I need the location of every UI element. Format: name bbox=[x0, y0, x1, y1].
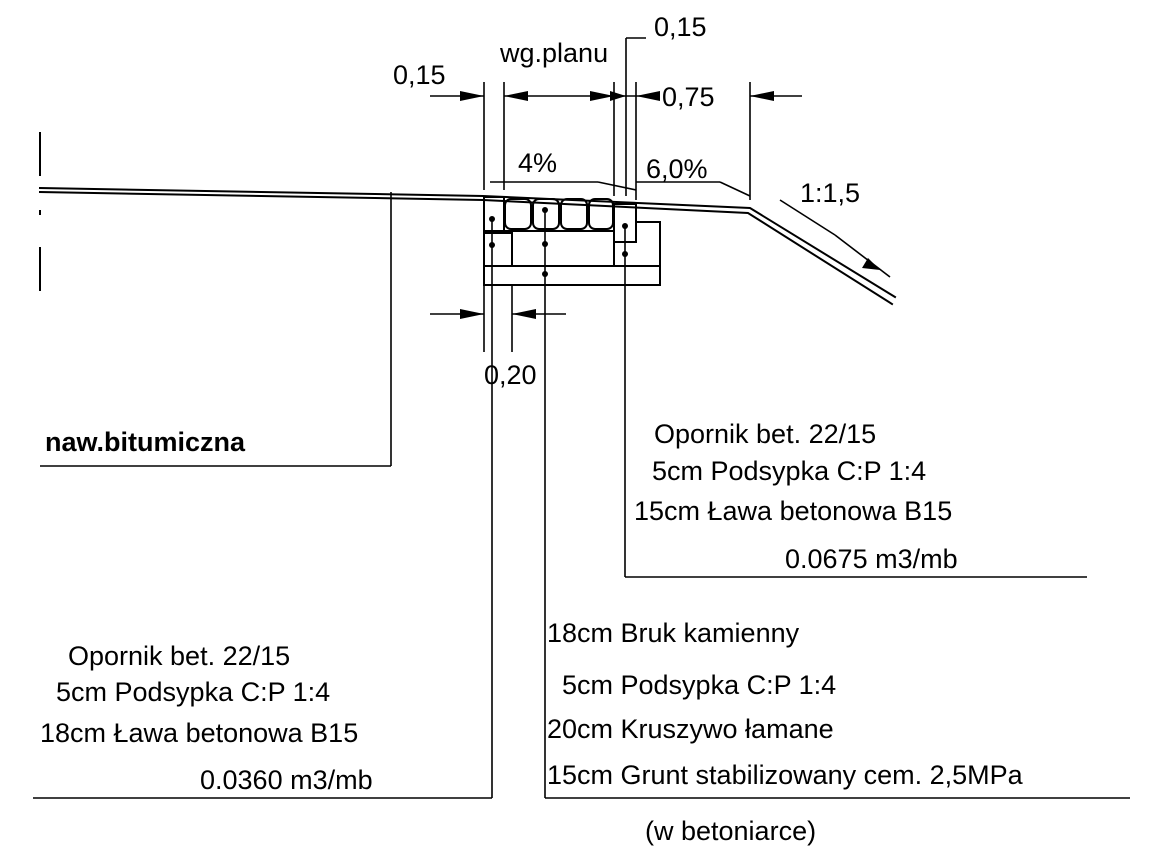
dim-0-20: 0,20 bbox=[484, 360, 537, 390]
right-curb-line-1: Opornik bet. 22/15 bbox=[654, 419, 876, 449]
label-block-right-curb: Opornik bet. 22/15 5cm Podsypka C:P 1:4 … bbox=[634, 419, 958, 574]
slope-ratio: 1:1,5 bbox=[800, 178, 860, 208]
label-block-paving: 18cm Bruk kamienny 5cm Podsypka C:P 1:4 … bbox=[547, 618, 1024, 846]
slope-6-percent: 6,0% bbox=[646, 154, 708, 184]
paving-line-5: (w betoniarce) bbox=[645, 816, 816, 846]
paving-line-1: 18cm Bruk kamienny bbox=[547, 618, 800, 648]
paving-line-4: 15cm Grunt stabilizowany cem. 2,5MPa bbox=[547, 760, 1024, 790]
label-block-left-curb: Opornik bet. 22/15 5cm Podsypka C:P 1:4 … bbox=[40, 641, 373, 795]
left-curb-volume: 0.0360 m3/mb bbox=[200, 765, 373, 795]
dimension-lines bbox=[430, 37, 891, 352]
dim-0-15-top: 0,15 bbox=[654, 12, 707, 42]
leader-lines bbox=[33, 192, 1130, 799]
dimension-texts: 0,15 wg.planu 0,15 0,75 0,20 bbox=[393, 12, 715, 390]
left-curb-line-1: Opornik bet. 22/15 bbox=[68, 641, 290, 671]
road-surface bbox=[38, 132, 897, 306]
right-curb-volume: 0.0675 m3/mb bbox=[785, 544, 958, 574]
paving-line-3: 20cm Kruszywo łamane bbox=[547, 714, 834, 744]
dim-0-75: 0,75 bbox=[662, 82, 715, 112]
slope-4-percent: 4% bbox=[518, 148, 557, 178]
left-curb-line-2: 5cm Podsypka C:P 1:4 bbox=[56, 677, 330, 707]
left-curb-line-3: 18cm Ława betonowa B15 bbox=[40, 718, 358, 748]
paving-line-2: 5cm Podsypka C:P 1:4 bbox=[562, 670, 836, 700]
dim-0-15-left: 0,15 bbox=[393, 60, 446, 90]
right-curb-line-3: 15cm Ława betonowa B15 bbox=[634, 496, 952, 526]
curb-structure bbox=[483, 196, 661, 286]
label-bituminous-surface: naw.bitumiczna bbox=[45, 427, 246, 457]
dim-wg-planu: wg.planu bbox=[499, 38, 608, 68]
slope-texts: 4% 6,0% 1:1,5 bbox=[518, 148, 860, 208]
right-curb-line-2: 5cm Podsypka C:P 1:4 bbox=[652, 456, 926, 486]
